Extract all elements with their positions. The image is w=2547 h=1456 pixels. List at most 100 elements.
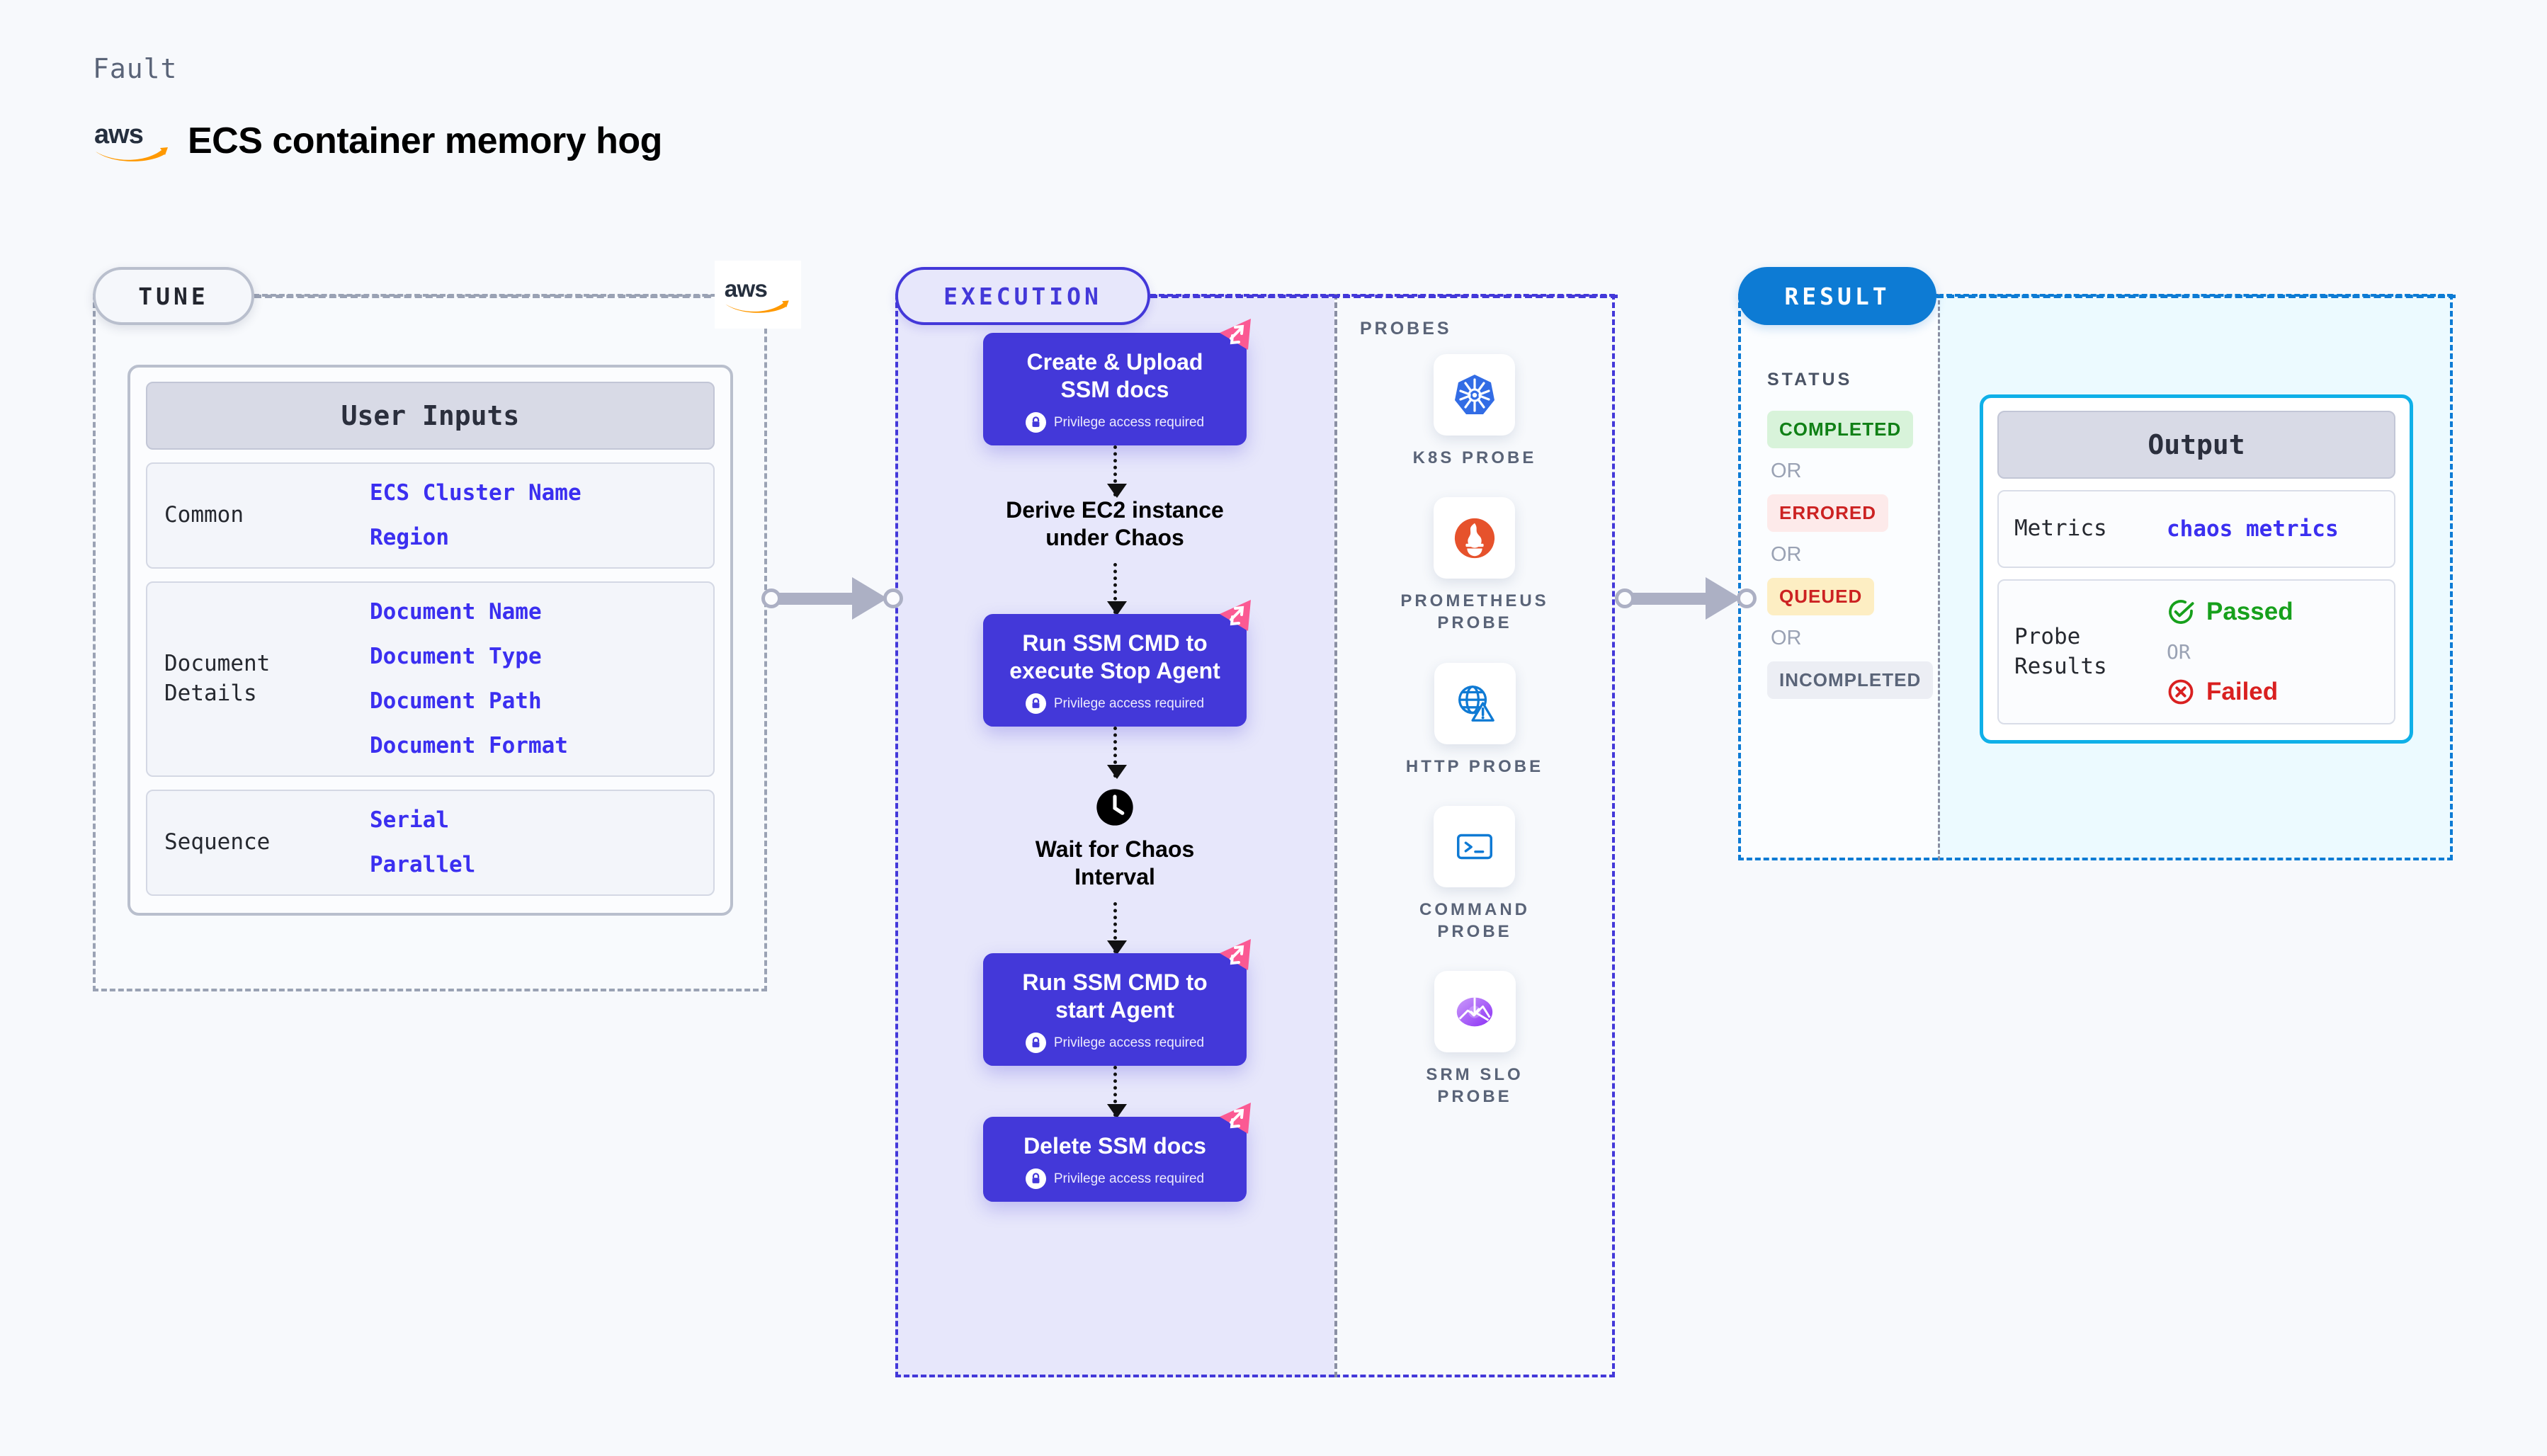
output-section-metrics: Metrics chaos metrics [1997, 490, 2395, 568]
probe-result-failed: Failed [2167, 678, 2293, 706]
status-badge-completed: COMPLETED [1767, 411, 1914, 448]
harness-flag-icon [1220, 600, 1251, 632]
section-label: Common [164, 502, 244, 528]
page-title-row: aws ECS container memory hog [93, 119, 662, 163]
result-leader-line [1936, 295, 2456, 298]
srm-slo-icon [1456, 997, 1493, 1026]
probe-prometheus[interactable]: PROMETHEUS PROBE [1400, 497, 1548, 634]
tune-field-document-format[interactable]: Document Format [370, 733, 568, 758]
probe-srm-slo[interactable]: SRM SLO PROBE [1426, 971, 1523, 1108]
flow-arrow-5 [1106, 1066, 1127, 1119]
connector-end-dot [883, 588, 903, 608]
lock-icon [1025, 1168, 1046, 1190]
probe-results-values: Passed OR Failed [2167, 598, 2293, 706]
aws-logo-icon: aws [93, 119, 172, 163]
section-values: ECS Cluster Name Region [370, 482, 582, 549]
svg-text:aws: aws [94, 120, 143, 149]
privilege-text: Privilege access required [1053, 1171, 1205, 1186]
status-or-1: OR [1771, 460, 1802, 482]
harness-flag-icon [1220, 939, 1251, 971]
probes-list: K8S PROBE PROMETHEUS PROBE [1334, 354, 1615, 1108]
flow-arrow-1 [1106, 445, 1127, 499]
tune-section-document-details: Document Details Document Name Document … [146, 581, 715, 777]
probe-results-label: Probe Results [2014, 623, 2107, 679]
probe-tile [1434, 497, 1516, 579]
status-or-3: OR [1771, 627, 1802, 649]
probe-name: K8S PROBE [1412, 448, 1537, 467]
step-title: Run SSM CMD to start Agent [1022, 969, 1208, 1023]
probe-http[interactable]: HTTP PROBE [1405, 662, 1544, 778]
section-values: Serial Parallel [370, 809, 475, 876]
failed-label: Failed [2206, 678, 2279, 705]
output-section-probe-results: Probe Results Passed OR Failed [1997, 579, 2395, 724]
tune-pill[interactable]: TUNE [93, 267, 254, 325]
lock-icon [1025, 412, 1046, 433]
status-badge-queued: QUEUED [1767, 578, 1875, 615]
probe-k8s[interactable]: K8S PROBE [1413, 354, 1537, 469]
connector-end-dot [1737, 588, 1757, 608]
connector-bar [1630, 592, 1715, 605]
connector-start-dot [761, 588, 781, 608]
status-badge-errored: ERRORED [1767, 494, 1889, 532]
step-privilege-note: Privilege access required [994, 1168, 1235, 1190]
probe-name: HTTP PROBE [1405, 756, 1544, 776]
harness-flag-icon [1220, 319, 1251, 350]
step-privilege-note: Privilege access required [994, 693, 1235, 715]
aws-leader-badge: aws [715, 261, 801, 329]
flow-arrow-4 [1106, 902, 1127, 955]
tune-field-document-name[interactable]: Document Name [370, 599, 542, 625]
execution-step-derive-ec2-instance: Derive EC2 instance under Chaos [1006, 497, 1224, 551]
terminal-icon [1456, 834, 1492, 860]
page-title: ECS container memory hog [188, 120, 662, 161]
aws-logo-icon: aws [723, 275, 793, 314]
status-or-2: OR [1771, 543, 1802, 566]
metrics-value[interactable]: chaos metrics [2167, 516, 2339, 542]
probes-divider [1334, 294, 1337, 1377]
tune-field-serial[interactable]: Serial [370, 807, 449, 833]
probe-name: PROMETHEUS PROBE [1400, 591, 1549, 633]
execution-step-create-upload-ssm-docs[interactable]: Create & Upload SSM docs Privilege acces… [983, 319, 1251, 446]
flow-arrow-2 [1106, 563, 1127, 616]
execution-step-wait-for-chaos-interval: Wait for Chaos Interval [1035, 787, 1195, 891]
result-pill[interactable]: RESULT [1738, 267, 1936, 325]
user-inputs-title: User Inputs [146, 382, 715, 450]
step-title: Wait for Chaos Interval [1035, 836, 1195, 890]
tune-field-document-path[interactable]: Document Path [370, 688, 542, 714]
prometheus-icon [1454, 518, 1495, 558]
page-eyebrow: Fault [93, 53, 178, 84]
execution-pill[interactable]: EXECUTION [895, 267, 1150, 325]
probe-name: SRM SLO PROBE [1426, 1065, 1524, 1107]
passed-label: Passed [2206, 598, 2293, 625]
section-label: Sequence [164, 829, 271, 855]
privilege-text: Privilege access required [1053, 414, 1205, 430]
section-values: Document Name Document Type Document Pat… [370, 601, 568, 757]
http-globe-warning-icon [1458, 686, 1494, 722]
lock-icon [1025, 1033, 1046, 1054]
status-badge-incompleted: INCOMPLETED [1767, 661, 1934, 699]
tune-field-parallel[interactable]: Parallel [370, 852, 476, 877]
tune-field-document-type[interactable]: Document Type [370, 644, 542, 669]
tune-field-region[interactable]: Region [370, 525, 449, 550]
probe-results-or: OR [2167, 640, 2191, 664]
execution-step-delete-ssm-docs[interactable]: Delete SSM docs Privilege access require… [983, 1103, 1251, 1202]
user-inputs-card: User Inputs Common ECS Cluster Name Regi… [127, 365, 733, 916]
tune-section-common: Common ECS Cluster Name Region [146, 462, 715, 569]
privilege-text: Privilege access required [1053, 1035, 1205, 1050]
probe-tile [1434, 805, 1516, 887]
tune-to-execution-connector [761, 577, 903, 620]
connector-bar [777, 592, 862, 605]
x-circle-icon [2168, 679, 2194, 705]
probe-tile [1434, 662, 1516, 744]
svg-text:aws: aws [725, 276, 768, 302]
execution-step-run-ssm-cmd-stop-agent[interactable]: Run SSM CMD to execute Stop Agent Privil… [983, 600, 1251, 727]
execution-step-run-ssm-cmd-start-agent[interactable]: Run SSM CMD to start Agent Privilege acc… [983, 939, 1251, 1067]
tune-section-sequence: Sequence Serial Parallel [146, 790, 715, 896]
tune-field-ecs-cluster-name[interactable]: ECS Cluster Name [370, 480, 582, 506]
output-card: Output Metrics chaos metrics Probe Resul… [1980, 394, 2413, 744]
step-title: Delete SSM docs [1023, 1133, 1206, 1159]
probe-command[interactable]: COMMAND PROBE [1419, 805, 1530, 943]
step-privilege-note: Privilege access required [994, 412, 1235, 433]
harness-flag-icon [1220, 1103, 1251, 1134]
step-title: Create & Upload SSM docs [1026, 349, 1203, 403]
step-title: Run SSM CMD to execute Stop Agent [1009, 630, 1220, 684]
